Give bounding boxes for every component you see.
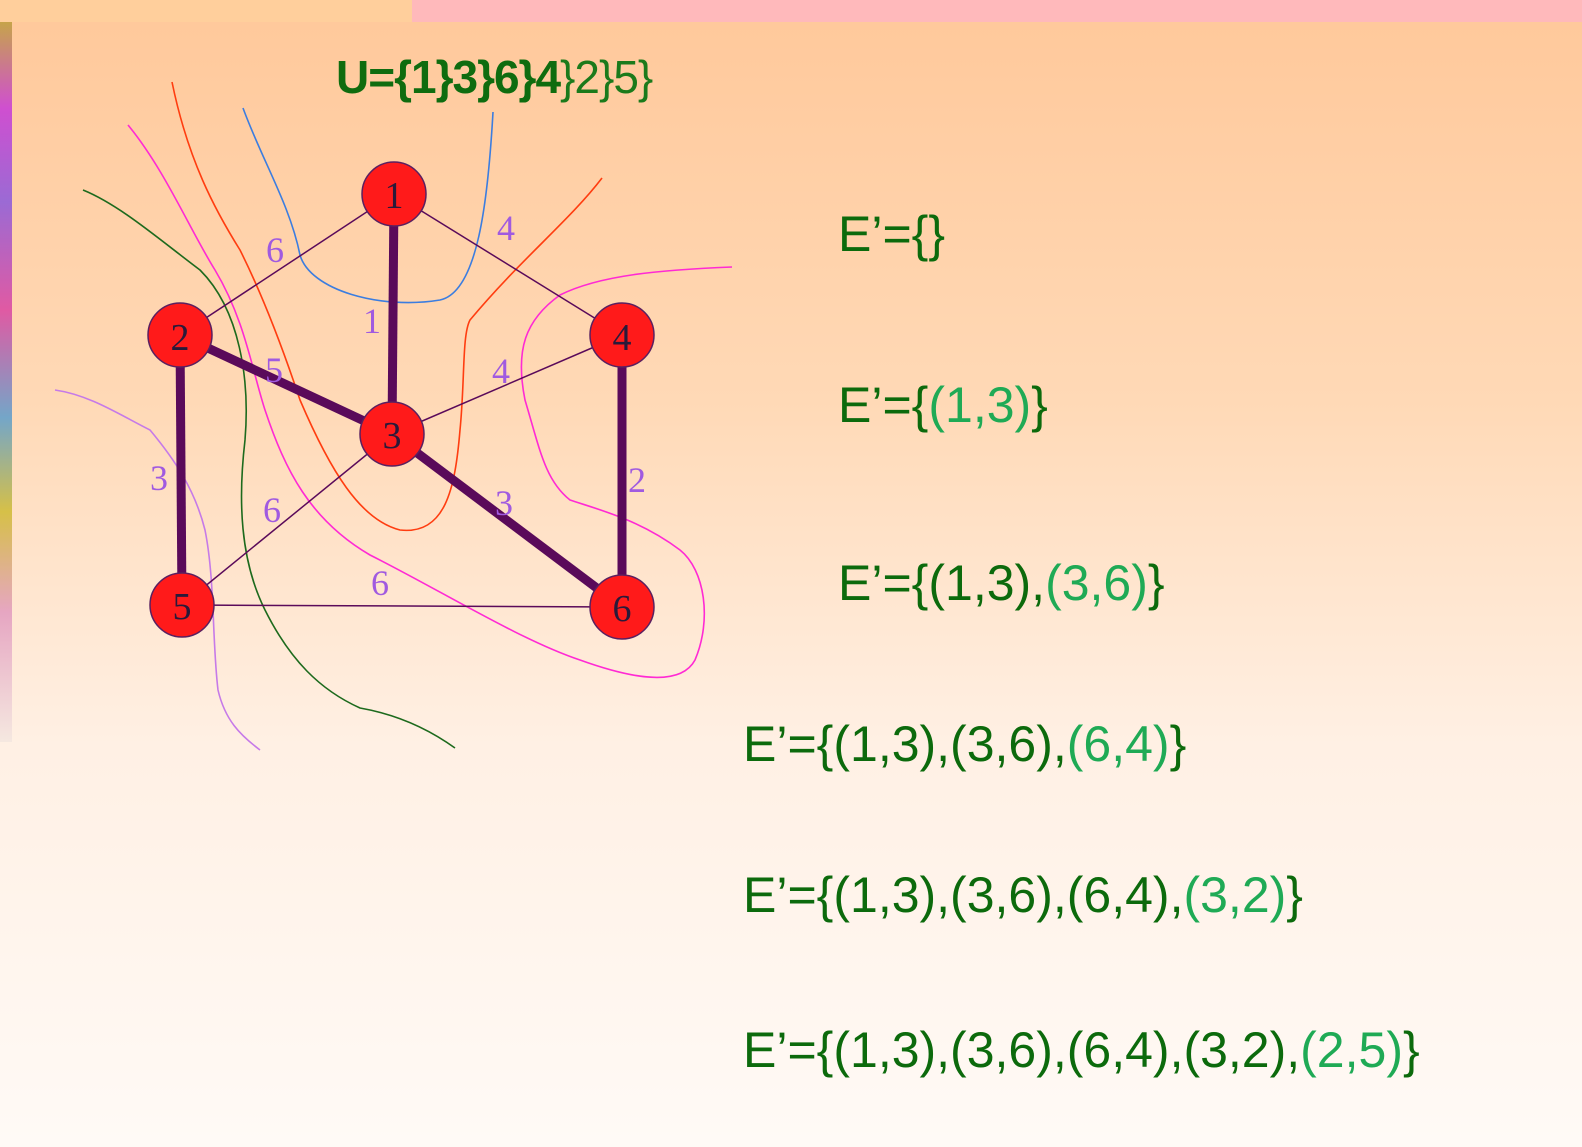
weight-1-4: 4 <box>497 208 515 248</box>
u-set-part-3: }3 <box>435 51 478 103</box>
edge-1-2 <box>179 193 395 336</box>
cut-curve-blue <box>242 107 494 304</box>
u-set-label: U={1}3}6}4}2}5} <box>336 50 653 104</box>
tree-edge-2-5 <box>175 334 187 606</box>
u-set-part-4: }4 <box>518 51 561 103</box>
edge-3-5 <box>181 433 393 606</box>
weight-1-2: 6 <box>266 230 284 270</box>
svg-text:5: 5 <box>173 586 192 628</box>
step-1-base: E’={ <box>838 377 929 433</box>
step-4-end: } <box>1286 867 1303 923</box>
node-5: 5 <box>149 572 215 638</box>
weight-2-5: 3 <box>150 458 168 498</box>
top-band-left <box>0 0 412 22</box>
step-5: E’={(1,3),(3,6),(6,4),(3,2),(2,5)} <box>743 1021 1420 1079</box>
step-4-base: E’={(1,3),(3,6),(6,4), <box>743 867 1184 923</box>
step-4: E’={(1,3),(3,6),(6,4),(3,2)} <box>743 866 1303 924</box>
step-3: E’={(1,3),(3,6),(6,4)} <box>743 715 1186 773</box>
step-0: E’={} <box>838 205 945 263</box>
step-3-end: } <box>1169 716 1187 772</box>
step-5-new: (2,5) <box>1300 1022 1403 1078</box>
edge-1-4 <box>393 193 623 336</box>
cut-curve-darkgreen <box>82 189 456 749</box>
step-1: E’={(1,3)} <box>838 376 1048 434</box>
svg-text:2: 2 <box>171 317 190 359</box>
node-4: 4 <box>589 302 655 368</box>
u-set-prefix: U={1 <box>336 51 437 103</box>
cut-curve-magenta <box>127 124 733 679</box>
step-5-end: } <box>1402 1022 1420 1078</box>
u-set-part-5: }5} <box>598 51 653 103</box>
step-2-end: } <box>1147 555 1165 611</box>
cut-curve-orange <box>171 81 603 532</box>
step-5-base: E’={(1,3),(3,6),(6,4),(3,2), <box>743 1022 1301 1078</box>
step-3-new: (6,4) <box>1066 716 1170 772</box>
node-6: 6 <box>589 574 655 640</box>
weight-5-6: 6 <box>371 563 389 603</box>
step-0-end: } <box>928 206 946 262</box>
u-set-part-2: }2 <box>560 51 600 103</box>
svg-text:1: 1 <box>385 175 404 217</box>
cut-curve-lilac <box>54 389 261 751</box>
edge-5-6 <box>181 604 623 608</box>
u-set-part-6: }6 <box>477 51 519 103</box>
left-decor-stripe <box>0 22 12 742</box>
step-2-base: E’={(1,3), <box>838 555 1046 611</box>
weight-2-3: 5 <box>265 350 283 390</box>
svg-text:3: 3 <box>383 415 402 457</box>
weight-3-4: 4 <box>492 351 510 391</box>
svg-text:6: 6 <box>613 588 632 630</box>
tree-edge-2-3 <box>178 330 394 439</box>
step-2-new: (3,6) <box>1045 555 1148 611</box>
weight-4-6: 2 <box>628 460 646 500</box>
tree-edge-3-6 <box>389 430 625 611</box>
node-2: 2 <box>147 302 213 368</box>
step-3-base: E’={(1,3),(3,6), <box>743 716 1067 772</box>
step-4-new: (3,2) <box>1183 867 1287 923</box>
node-3: 3 <box>359 401 425 467</box>
svg-text:4: 4 <box>613 317 632 359</box>
weight-3-5: 6 <box>263 490 281 530</box>
graph-diagram: 6 4 1 5 4 3 6 3 2 6 1 2 3 4 5 6 <box>54 81 733 751</box>
step-1-new: (1,3) <box>928 377 1032 433</box>
edge-3-4 <box>391 334 623 435</box>
step-1-end: } <box>1031 377 1048 433</box>
weight-1-3: 1 <box>363 301 381 341</box>
node-1: 1 <box>361 161 427 227</box>
step-2: E’={(1,3),(3,6)} <box>838 554 1165 612</box>
weight-3-6: 3 <box>495 483 513 523</box>
tree-edge-1-3 <box>387 193 399 435</box>
step-0-base: E’={ <box>838 206 929 262</box>
